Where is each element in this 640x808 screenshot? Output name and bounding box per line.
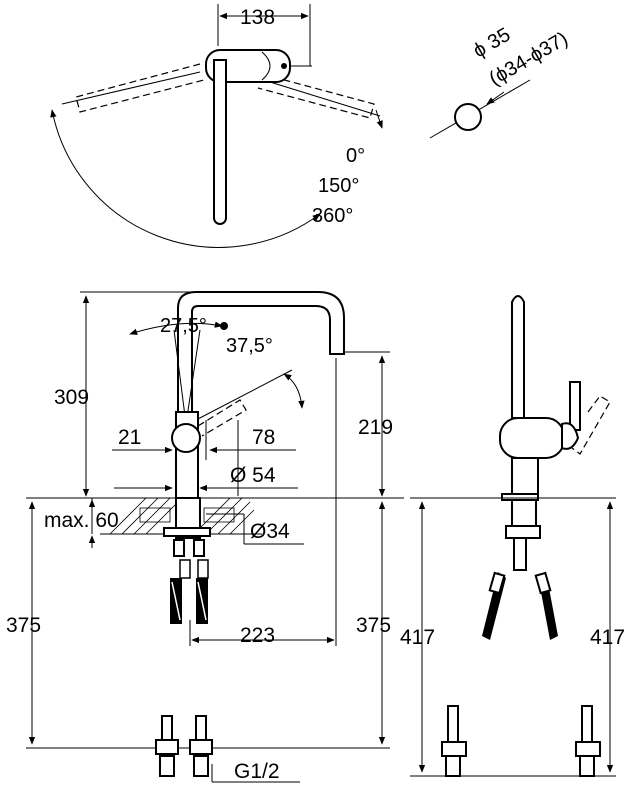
connectors bbox=[155, 715, 213, 777]
total-height-dimension: 309 bbox=[54, 386, 89, 409]
countertop-hatching bbox=[109, 497, 255, 535]
angle-360-label: 360° bbox=[312, 205, 353, 227]
spout-angle-label: 27,5° bbox=[160, 315, 207, 337]
side-view: 417 417 bbox=[400, 295, 625, 777]
hole-detail: ϕ 35 (ϕ34-ϕ37) bbox=[429, 24, 572, 139]
hose-length-right: 375 bbox=[356, 614, 391, 637]
angle-0-label: 0° bbox=[346, 145, 365, 167]
lever-angle-label: 37,5° bbox=[226, 335, 273, 357]
shank-diameter-dimension: Ø34 bbox=[250, 520, 290, 543]
side-connectors bbox=[441, 705, 601, 777]
offset-78-dimension: 78 bbox=[252, 426, 275, 449]
hole-diameter: ϕ 35 bbox=[470, 24, 515, 63]
spout-height-dimension: 219 bbox=[358, 416, 393, 439]
supply-hoses bbox=[170, 539, 209, 624]
side-length-left: 417 bbox=[400, 626, 435, 649]
side-hoses bbox=[482, 499, 558, 640]
top-view: 138 0° 150° 360° bbox=[50, 4, 383, 248]
side-length-right: 417 bbox=[590, 626, 625, 649]
base-diameter-dimension: Ø 54 bbox=[230, 464, 276, 487]
max-thickness-dimension: max. 60 bbox=[44, 509, 119, 532]
top-width-dimension: 138 bbox=[240, 6, 275, 29]
connection-thread: G1/2 bbox=[234, 760, 280, 783]
angle-150-label: 150° bbox=[318, 175, 359, 197]
front-view: 309 219 27,5° 37,5° 21 78 Ø 54 bbox=[6, 291, 404, 783]
reach-dimension: 223 bbox=[240, 624, 275, 647]
hose-length-left: 375 bbox=[6, 614, 41, 637]
offset-21-dimension: 21 bbox=[118, 426, 141, 449]
